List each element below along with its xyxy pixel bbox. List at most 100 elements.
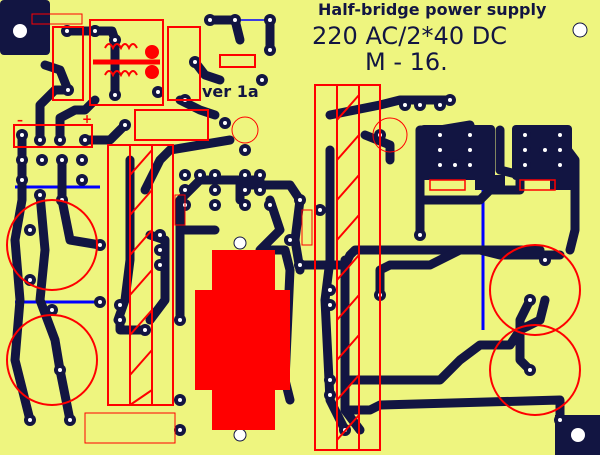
- pad-drill-hole: [158, 233, 162, 237]
- pad-drill-hole: [558, 133, 562, 137]
- pad-drill-hole: [178, 428, 182, 432]
- pad-drill-hole: [178, 398, 182, 402]
- mounting-hole: [572, 22, 588, 38]
- pad-drill-hole: [65, 29, 69, 33]
- pad-drill-hole: [123, 123, 127, 127]
- pad-drill-hole: [83, 138, 87, 142]
- pad-drill-hole: [113, 93, 117, 97]
- pad-drill-hole: [268, 18, 272, 22]
- pad-drill-hole: [288, 238, 292, 242]
- pad-drill-hole: [438, 133, 442, 137]
- pad-drill-hole: [558, 418, 562, 422]
- mounting-hole: [233, 428, 247, 442]
- pad-drill-hole: [543, 148, 547, 152]
- pad-drill-hole: [183, 188, 187, 192]
- board-model: M - 16.: [365, 48, 448, 76]
- pad-drill-hole: [20, 178, 24, 182]
- pad-drill-hole: [98, 243, 102, 247]
- pad-drill-hole: [66, 88, 70, 92]
- pad-drill-hole: [268, 203, 272, 207]
- pad-drill-hole: [233, 18, 237, 22]
- pad-drill-hole: [438, 103, 442, 107]
- pad-drill-hole: [80, 158, 84, 162]
- pad-drill-hole: [68, 418, 72, 422]
- pad-drill-hole: [528, 368, 532, 372]
- pad-drill-hole: [20, 133, 24, 137]
- mounting-hole: [571, 428, 585, 442]
- pad-drill-hole: [118, 318, 122, 322]
- board-spec: 220 AC/2*40 DC: [312, 22, 507, 50]
- pad-drill-hole: [403, 103, 407, 107]
- pad-drill-hole: [40, 158, 44, 162]
- pad-drill-hole: [208, 18, 212, 22]
- pad-drill-hole: [243, 148, 247, 152]
- pad-drill-hole: [223, 121, 227, 125]
- pad-drill-hole: [328, 303, 332, 307]
- pad-drill-hole: [453, 163, 457, 167]
- board-title: Half-bridge power supply: [318, 0, 547, 19]
- pad-drill-hole: [193, 60, 197, 64]
- pad-drill-hole: [543, 258, 547, 262]
- pad-drill-hole: [158, 263, 162, 267]
- mounting-hole: [13, 24, 27, 38]
- pad-drill-hole: [98, 300, 102, 304]
- mounting-hole: [233, 236, 247, 250]
- pad-drill-hole: [438, 148, 442, 152]
- silkscreen: [6, 13, 581, 451]
- pad-drill-hole: [328, 393, 332, 397]
- pad-drill-hole: [38, 193, 42, 197]
- pad-drill-hole: [28, 278, 32, 282]
- pad-drill-hole: [243, 188, 247, 192]
- pad-drill-hole: [298, 263, 302, 267]
- pad-drill-hole: [58, 138, 62, 142]
- pad-drill-hole: [80, 178, 84, 182]
- pad-drill-hole: [528, 298, 532, 302]
- pad-drill-hole: [523, 148, 527, 152]
- pad-drill-hole: [143, 328, 147, 332]
- pad-drill-hole: [558, 163, 562, 167]
- plus-label: +: [82, 112, 93, 126]
- pad-drill-hole: [243, 173, 247, 177]
- pad-drill-hole: [28, 228, 32, 232]
- pad-drill-hole: [328, 378, 332, 382]
- pad-drill-hole: [58, 368, 62, 372]
- pad-drill-hole: [243, 203, 247, 207]
- pad-drill-hole: [558, 148, 562, 152]
- pad-drill-hole: [60, 158, 64, 162]
- pad-drill-hole: [258, 188, 262, 192]
- pad-drill-hole: [93, 29, 97, 33]
- pad-drill-hole: [118, 303, 122, 307]
- pad-drill-hole: [260, 78, 264, 82]
- pad-drill-hole: [158, 248, 162, 252]
- pad-drill-hole: [523, 163, 527, 167]
- pad-drill-hole: [318, 208, 322, 212]
- pad-drill-hole: [38, 138, 42, 142]
- pad-drill-hole: [20, 158, 24, 162]
- pad-drill-hole: [50, 308, 54, 312]
- pad-drill-hole: [328, 288, 332, 292]
- pad-drill-hole: [468, 163, 472, 167]
- pad-drill-hole: [523, 133, 527, 137]
- pads-group: [16, 14, 566, 436]
- pad-drill-hole: [213, 173, 217, 177]
- pad-drill-hole: [258, 173, 262, 177]
- pad-drill-hole: [198, 173, 202, 177]
- pad-drill-hole: [468, 133, 472, 137]
- pad-drill-hole: [213, 203, 217, 207]
- pad-drill-hole: [28, 418, 32, 422]
- pad-drill-hole: [298, 198, 302, 202]
- pad-drill-hole: [418, 103, 422, 107]
- pad-drill-hole: [213, 188, 217, 192]
- pad-drill-hole: [156, 90, 160, 94]
- pad-drill-hole: [438, 163, 442, 167]
- pad-drill-hole: [448, 98, 452, 102]
- pad-drill-hole: [418, 233, 422, 237]
- version-label: ver 1a: [202, 82, 259, 101]
- minus-label: –: [17, 113, 23, 127]
- pad-drill-hole: [178, 318, 182, 322]
- pad-drill-hole: [468, 148, 472, 152]
- pad-drill-hole: [268, 48, 272, 52]
- pad-drill-hole: [113, 38, 117, 42]
